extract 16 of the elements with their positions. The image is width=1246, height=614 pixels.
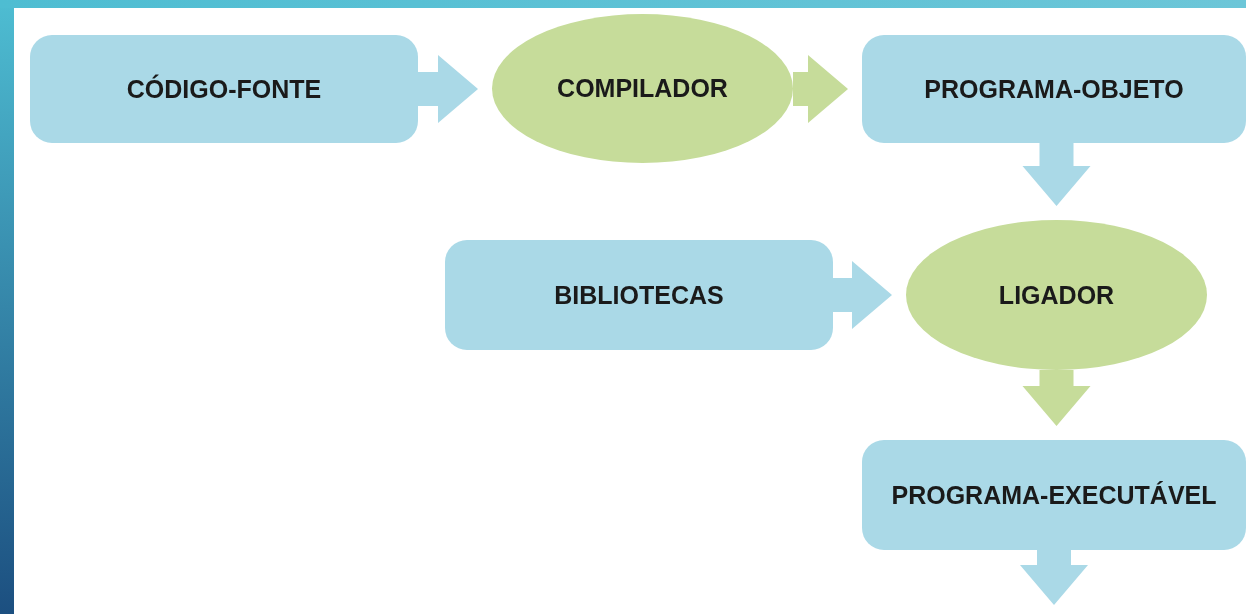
block-arrow: [418, 55, 478, 123]
block-arrow: [1022, 143, 1091, 206]
node-label: COMPILADOR: [557, 74, 728, 103]
block-arrow: [833, 261, 892, 329]
node-label: BIBLIOTECAS: [554, 280, 724, 310]
block-arrow: [1020, 550, 1088, 605]
block-arrow: [1022, 370, 1091, 426]
node-label: LIGADOR: [998, 280, 1115, 310]
block-arrow: [793, 55, 848, 123]
process-box: [30, 35, 418, 143]
process-box: [862, 440, 1246, 550]
node-label: PROGRAMA-OBJETO: [924, 74, 1184, 104]
process-box: [862, 35, 1246, 143]
process-box: [445, 240, 833, 350]
node-label: CÓDIGO-FONTE: [126, 74, 322, 104]
node-label: PROGRAMA-EXECUTÁVEL: [891, 480, 1217, 510]
